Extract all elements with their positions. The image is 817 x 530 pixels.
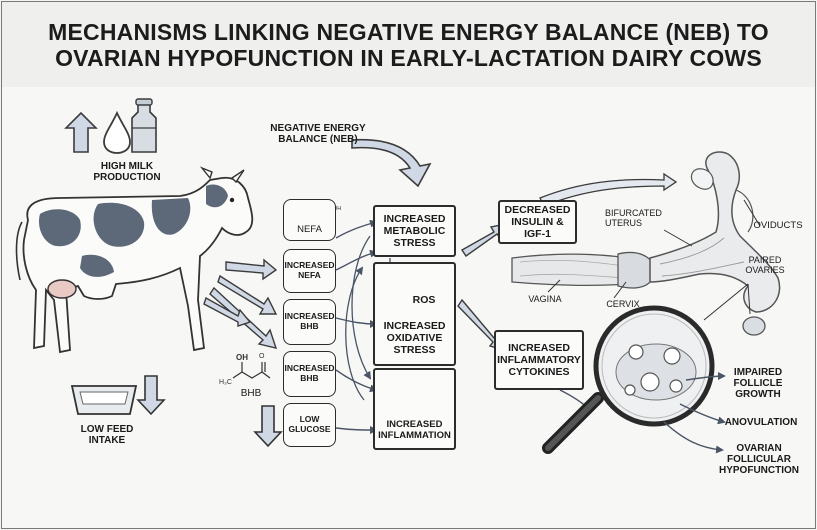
nefa-label: NEFA [297,224,322,236]
inflammation-box: INCREASED INFLAMMATION [373,368,456,450]
cervix-label: CERVIX [606,299,640,309]
cytokines-box: INCREASED INFLAMMATORY CYTOKINES [494,330,584,390]
paired-ovaries-label: PAIRED OVARIES [745,255,785,276]
svg-text:OH: OH [236,353,248,362]
glucose-down-arrow [253,405,283,448]
increased-nefa-box: INCREASED NEFA [283,249,336,293]
metabolic-stress-box: INCREASED METABOLIC STRESS [373,205,456,257]
neb-label: NEGATIVE ENERGY BALANCE (NEB) [270,123,366,146]
dairy-cow-illustration [15,166,254,354]
impaired-follicle-growth-label: IMPAIRED FOLLICLE GROWTH [733,367,783,401]
inflammation-label: INCREASED INFLAMMATION [378,419,451,442]
milk-production-icon [64,98,157,154]
feed-trough-icon [70,385,138,415]
svg-text:H₃C: H₃C [219,379,232,386]
low-feed-down-arrow [136,375,166,416]
oxidative-stress-box: INCREASED OXIDATIVE STRESS [373,262,456,366]
bhb-chemical-label: BHB [240,388,262,399]
diagram-title-line-1: MECHANISMS LINKING NEGATIVE ENERGY BALAN… [48,19,769,45]
magnifier-icon [542,305,715,454]
bhb-structure [232,362,271,379]
neb-curved-arrow [351,138,432,188]
increased-bhb-box-1: INCREASED BHB [283,299,336,345]
diagram-title-line-2: OVARIAN HYPOFUNCTION IN EARLY-LACTATION … [55,45,762,71]
insulin-igf-box: DECREASED INSULIN & IGF-1 [498,200,577,244]
low-feed-intake-label: LOW FEED INTAKE [80,424,134,447]
svg-text:O: O [259,353,265,360]
reproductive-tract-illustration [511,151,781,336]
low-glucose-box: LOW GLUCOSE [283,403,336,447]
ovarian-follicular-hypofunction-label: OVARIAN FOLLICULAR HYPOFUNCTION [719,443,799,477]
oviducts-label: OVIDUCTS [753,220,803,231]
svg-text:OH: OH [333,206,341,212]
bifurcated-uterus-label: BIFURCATED UTERUS [605,208,662,229]
oxidative-stress-label: INCREASED OXIDATIVE STRESS [383,319,446,356]
vagina-label: VAGINA [528,294,562,304]
cow-to-metabolite-arrows [203,258,278,349]
increased-bhb-box-2: INCREASED BHB [283,351,336,397]
anovulation-label: ANOVULATION [724,417,798,428]
ros-label: ROS [412,294,436,306]
high-milk-production-label: HIGH MILK PRODUCTION [93,161,161,184]
title-band [2,2,815,87]
nefa-box: NEFA [283,199,336,241]
metabolite-to-center-arrows [335,219,378,434]
